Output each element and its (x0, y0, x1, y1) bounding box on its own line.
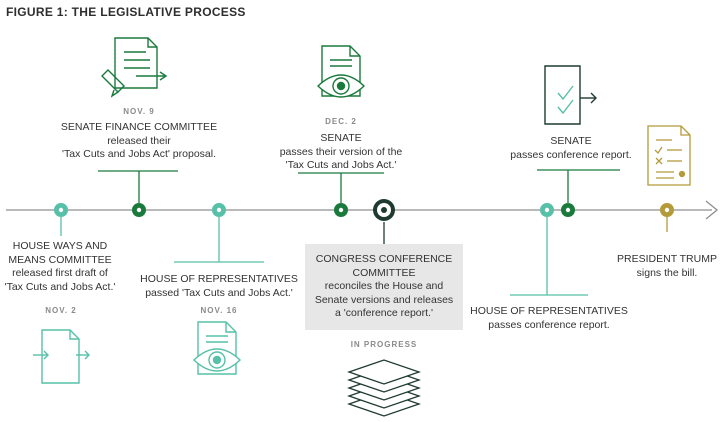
document-arrows-icon (33, 329, 90, 384)
label-conference-line-2: COMMITTEE (352, 266, 416, 279)
label-senate-conf: SENATE passes conference report. (496, 135, 646, 162)
node-president (660, 203, 674, 217)
label-house-ways: HOUSE WAYS AND MEANS COMMITTEE released … (2, 240, 118, 294)
label-president: PRESIDENT TRUMP signs the bill. (612, 253, 722, 280)
label-senate-finance: SENATE FINANCE COMMITTEE released their … (54, 121, 224, 162)
label-house-conf-line-2: passes conference report. (488, 318, 610, 331)
label-senate-passes-line-2: passes their version of the (279, 145, 403, 158)
label-senate-passes: SENATE passes their version of the 'Tax … (274, 132, 408, 173)
label-president-line-2: signs the bill. (636, 266, 698, 279)
node-senate-conf (561, 203, 575, 217)
label-house-ways-line-2: MEANS COMMITTEE (8, 253, 112, 266)
label-house-passed: HOUSE OF REPRESENTATIVES passed 'Tax Cut… (136, 273, 302, 300)
label-house-conf-line-1: HOUSE OF REPRESENTATIVES (470, 305, 628, 317)
label-house-ways-line-4: 'Tax Cuts and Jobs Act.' (4, 280, 116, 293)
label-senate-conf-line-1: SENATE (550, 135, 592, 147)
document-eye-icon-house (192, 321, 242, 375)
node-senate-finance (132, 203, 146, 217)
document-pencil-icon (101, 37, 168, 98)
document-eye-icon-senate (316, 45, 366, 98)
label-senate-conf-line-2: passes conference report. (510, 148, 632, 161)
label-house-ways-line-1: HOUSE WAYS AND (12, 240, 108, 252)
node-house-conf (540, 203, 554, 217)
label-senate-finance-line-3: 'Tax Cuts and Jobs Act' proposal. (61, 148, 216, 160)
label-senate-finance-line-2: released their (107, 134, 171, 147)
node-house-ways (54, 203, 68, 217)
stacked-layers-icon (346, 359, 422, 417)
label-house-conf: HOUSE OF REPRESENTATIVES passes conferen… (470, 305, 628, 332)
label-president-line-1: PRESIDENT TRUMP (617, 253, 717, 265)
label-senate-passes-line-1: SENATE (320, 132, 362, 144)
node-house-passed (212, 203, 226, 217)
node-senate-passes (334, 203, 348, 217)
status-in-progress: IN PROGRESS (350, 340, 418, 349)
document-check-icon (544, 65, 597, 125)
label-conference-line-1: CONGRESS CONFERENCE (315, 253, 453, 265)
date-senate-finance: NOV. 9 (123, 107, 155, 116)
conference-highlight-box (305, 244, 463, 330)
date-senate-passes: DEC. 2 (325, 117, 357, 126)
date-house-passed: NOV. 16 (200, 306, 238, 315)
label-senate-finance-line-1: SENATE FINANCE COMMITTEE (60, 121, 218, 133)
label-conference-line-3: reconciles the House and (324, 280, 444, 292)
label-conference-line-4: Senate versions and releases (314, 293, 454, 306)
figure-title: FIGURE 1: THE LEGISLATIVE PROCESS (6, 5, 246, 19)
node-conference (373, 199, 395, 221)
date-house-ways: NOV. 2 (45, 306, 77, 315)
label-house-passed-line-2: passed 'Tax Cuts and Jobs Act.' (145, 286, 293, 299)
label-conference-line-5: a 'conference report.' (335, 307, 433, 319)
label-senate-passes-line-3: 'Tax Cuts and Jobs Act.' (285, 159, 397, 171)
label-house-ways-line-3: released first draft of (12, 267, 108, 279)
signed-document-icon (647, 125, 691, 186)
timeline-arrowhead (705, 200, 719, 220)
label-house-passed-line-1: HOUSE OF REPRESENTATIVES (140, 273, 298, 285)
label-conference: CONGRESS CONFERENCE COMMITTEE reconciles… (305, 253, 463, 321)
